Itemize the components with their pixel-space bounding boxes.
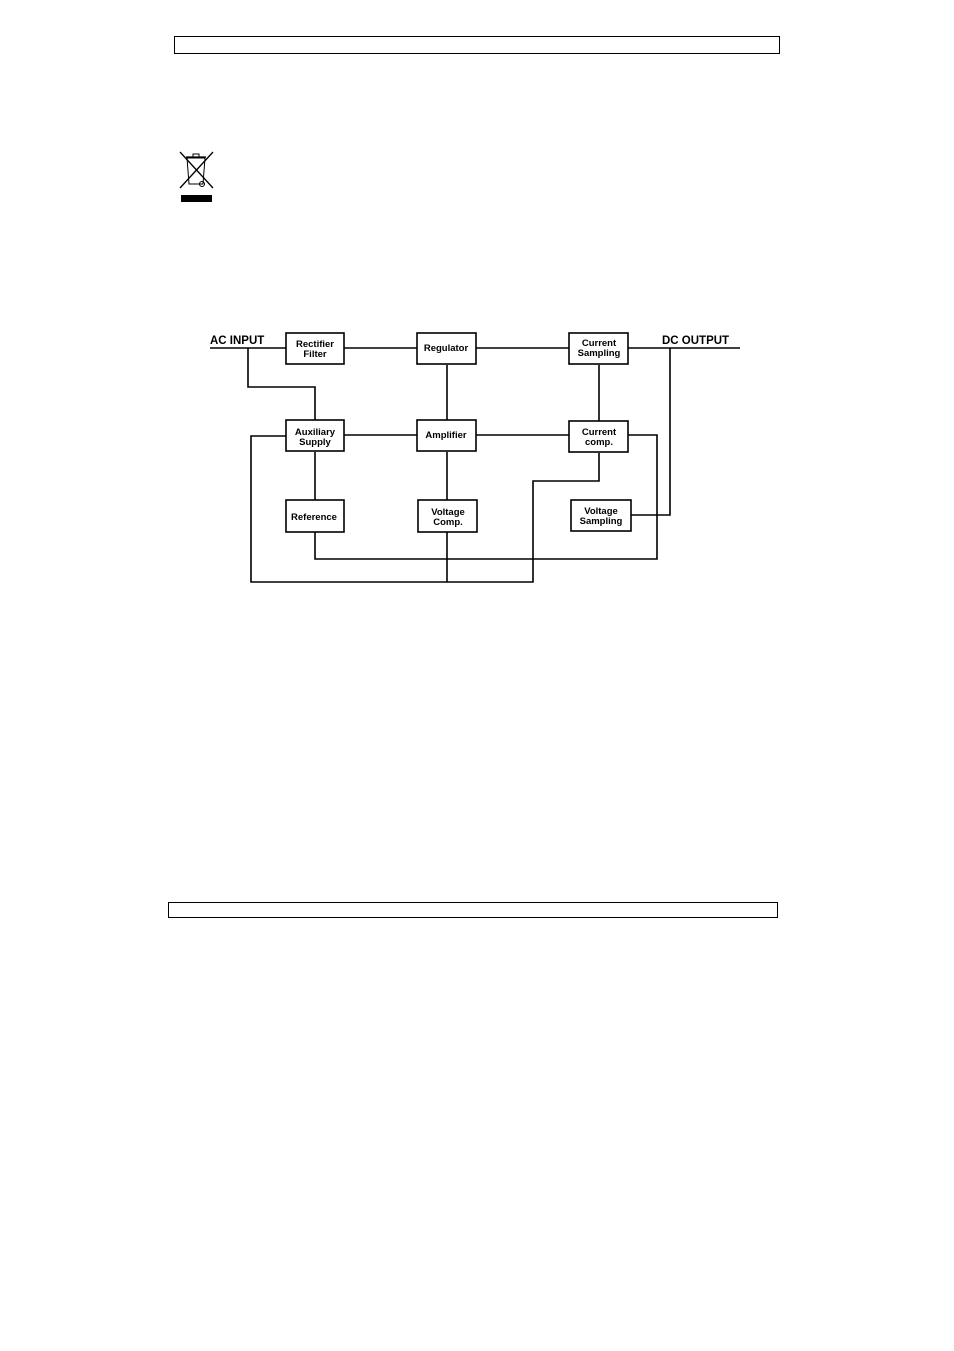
- regulator-label: Regulator: [424, 343, 469, 354]
- rectifier-label-1: Rectifier: [296, 339, 334, 350]
- wire-dc-vs: [631, 348, 671, 516]
- footer-frame: [168, 902, 778, 918]
- block-reference: [285, 499, 345, 533]
- current-comp-label-2: comp.: [585, 437, 613, 448]
- block-regulator: [416, 332, 477, 365]
- voltage-sampling-label-2: Sampling: [580, 516, 623, 527]
- wire-aux-loop: [250, 435, 600, 583]
- block-current-sampling: [568, 332, 629, 365]
- block-rectifier-filter: [285, 332, 345, 365]
- amplifier-label: Amplifier: [425, 430, 466, 441]
- ac-input-label: AC INPUT: [210, 335, 264, 347]
- crossed-out-wheelie-bin-icon: [179, 151, 214, 202]
- block-auxiliary-supply: [285, 419, 345, 452]
- header-frame: [174, 36, 780, 54]
- auxiliary-label-1: Auxiliary: [295, 427, 336, 438]
- wire-ref-bus: [314, 434, 658, 560]
- block-amplifier: [416, 419, 477, 452]
- current-comp-label-1: Current: [582, 427, 617, 438]
- block-voltage-comp: [417, 499, 478, 533]
- power-supply-block-diagram: AC INPUT DC OUTPUT Rectifier Filter Regu…: [210, 332, 740, 583]
- dc-output-label: DC OUTPUT: [662, 335, 729, 347]
- current-sampling-label-2: Sampling: [578, 348, 621, 359]
- wire-ac-aux: [247, 348, 316, 420]
- voltage-sampling-label-1: Voltage: [584, 506, 618, 517]
- voltage-comp-label-1: Voltage: [431, 507, 465, 518]
- current-sampling-label-1: Current: [582, 338, 617, 349]
- block-voltage-sampling: [570, 499, 632, 532]
- auxiliary-label-2: Supply: [299, 437, 331, 448]
- rectifier-label-2: Filter: [303, 349, 327, 360]
- reference-label: Reference: [291, 512, 337, 523]
- voltage-comp-label-2: Comp.: [433, 517, 463, 528]
- block-current-comp: [568, 420, 629, 453]
